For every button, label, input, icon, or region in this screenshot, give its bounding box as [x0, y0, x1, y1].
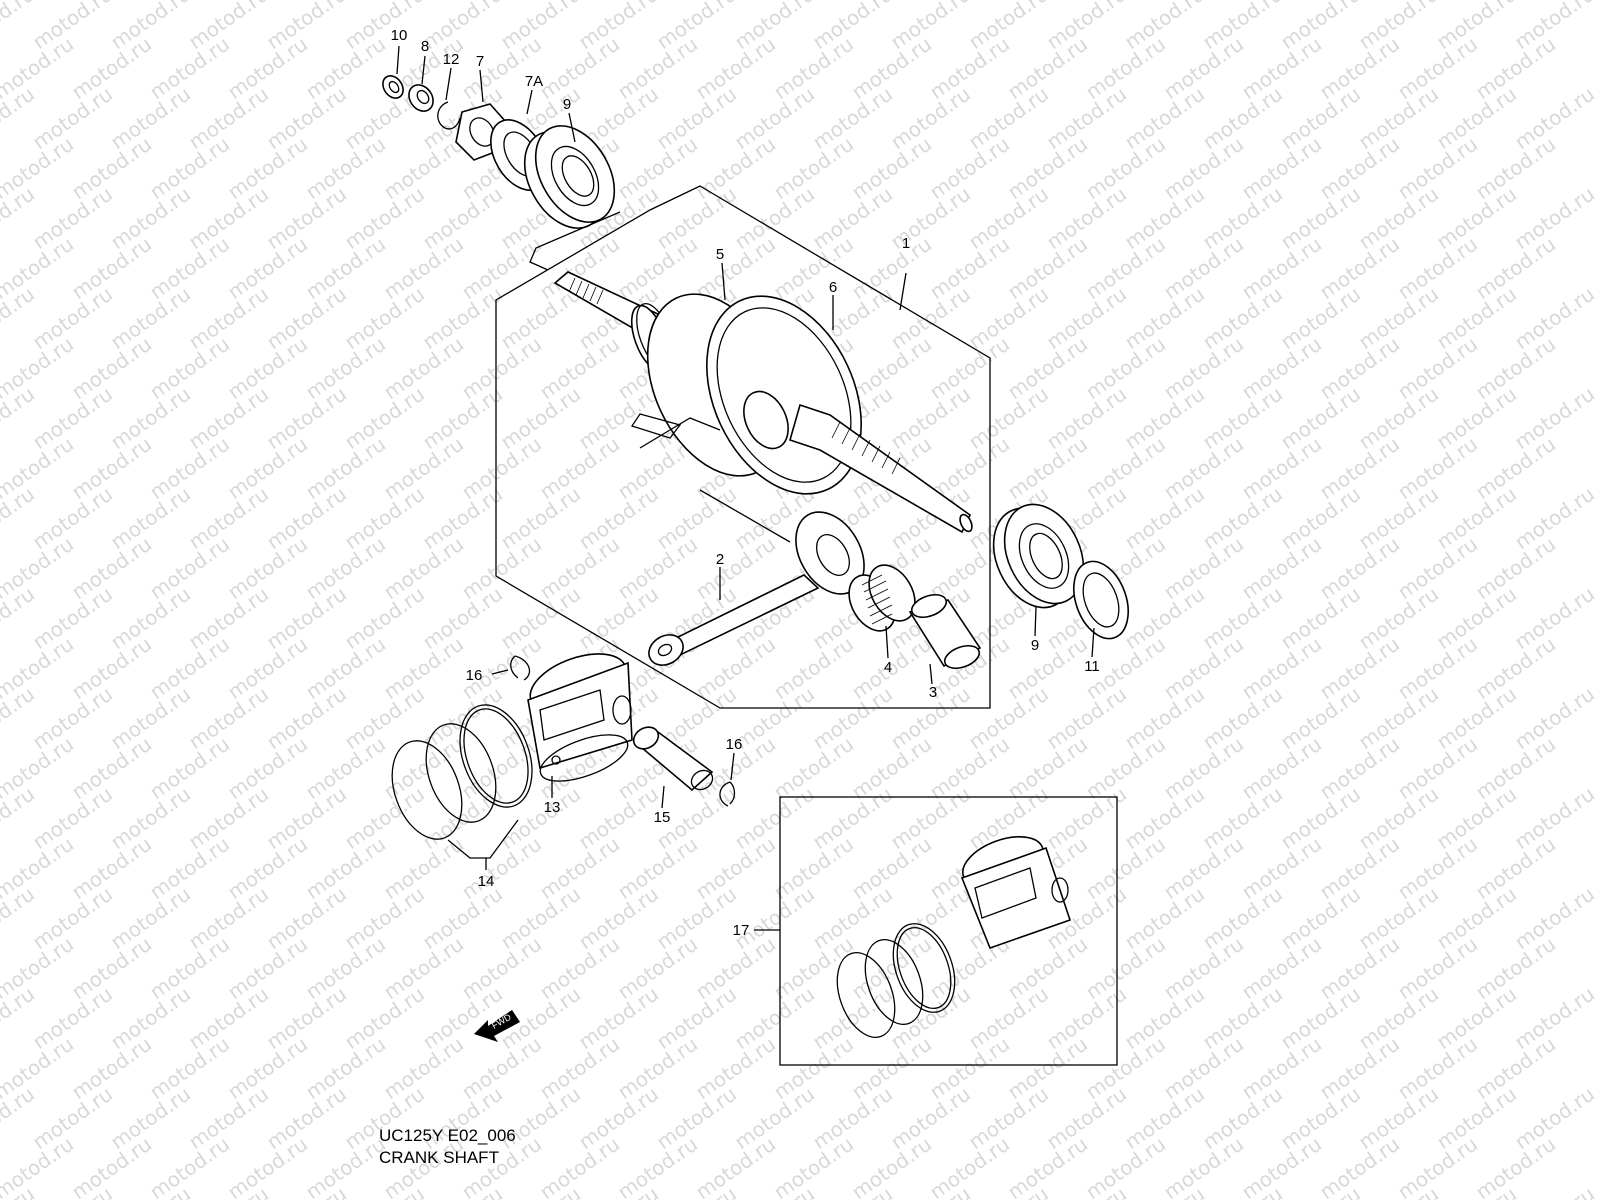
callout-16-right: 16	[726, 736, 743, 753]
bearing-part-9-top	[523, 125, 616, 229]
callout-4: 4	[884, 659, 892, 676]
leader-bracket-rings	[447, 819, 519, 859]
callout-13: 13	[544, 799, 561, 816]
callout-11: 11	[1084, 658, 1100, 675]
callout-8: 8	[421, 38, 429, 55]
watermark-text: motod.ru	[1510, 282, 1599, 354]
watermark-text: motod.ru	[1510, 1182, 1599, 1200]
callout-6: 6	[829, 279, 837, 296]
callout-17: 17	[733, 922, 750, 939]
piston-set-part-17	[836, 836, 1072, 1038]
watermark-text: motod.ru	[1510, 982, 1599, 1054]
callout-1: 1	[902, 235, 910, 252]
piston-pin-part-15	[632, 726, 714, 792]
diagram-title: CRANK SHAFT	[379, 1148, 499, 1167]
needle-bearing-part-4	[848, 564, 916, 632]
circlip-part-12	[437, 101, 461, 130]
callout-leaders	[396, 45, 1095, 931]
crank-pin-part-3	[908, 593, 982, 670]
callout-16-left: 16	[466, 667, 483, 684]
watermark-text: motod.ru	[1510, 382, 1599, 454]
connecting-rod-part-2	[648, 511, 865, 666]
watermark-text: motod.ru	[1510, 682, 1599, 754]
callout-2: 2	[716, 551, 724, 568]
watermark-text: motod.ru	[1510, 782, 1599, 854]
circlip-part-16-left	[510, 655, 531, 681]
piston-rings-part-14	[391, 704, 533, 840]
bearing-part-8	[408, 84, 434, 112]
bearing-part-9-right	[992, 503, 1085, 609]
callout-7: 7	[476, 53, 484, 70]
callout-15: 15	[654, 809, 671, 826]
watermark-text: motod.ru	[1510, 1082, 1599, 1154]
leader-line-crank-lower	[639, 417, 721, 449]
callout-9-right: 9	[1031, 637, 1039, 654]
leader-line-bearing-9	[529, 211, 621, 271]
callout-labels: 10 8 12 7 7A 9 1 5 6 2 4 3 9 11 16 13 15…	[391, 27, 1100, 939]
callout-3: 3	[929, 684, 937, 701]
callout-9-top: 9	[563, 96, 571, 113]
callout-5: 5	[716, 246, 724, 263]
circlip-part-16-right	[719, 781, 736, 807]
callout-12: 12	[443, 51, 460, 68]
oil-seal-part-10	[382, 75, 404, 99]
watermark-text: motod.ru	[1510, 82, 1599, 154]
watermark-text: motod.ru	[0, 0, 39, 54]
callout-14: 14	[478, 873, 495, 890]
piston-part-13	[527, 653, 633, 782]
watermark-text: motod.ru	[1510, 882, 1599, 954]
callout-7a: 7A	[525, 73, 543, 90]
crankshaft-part-1	[553, 271, 973, 534]
watermark-text: motod.ru	[1510, 182, 1599, 254]
diagram-code: UC125Y E02_006	[379, 1126, 516, 1145]
oil-seal-part-11	[1073, 560, 1129, 640]
callout-10: 10	[391, 27, 408, 44]
leader-line-conrod	[699, 489, 791, 543]
piston-set-frame	[779, 796, 1118, 1066]
watermark-text: motod.ru	[1510, 582, 1599, 654]
watermark-text: motod.ru	[1510, 482, 1599, 554]
crankshaft-assembly-outline	[495, 185, 991, 709]
